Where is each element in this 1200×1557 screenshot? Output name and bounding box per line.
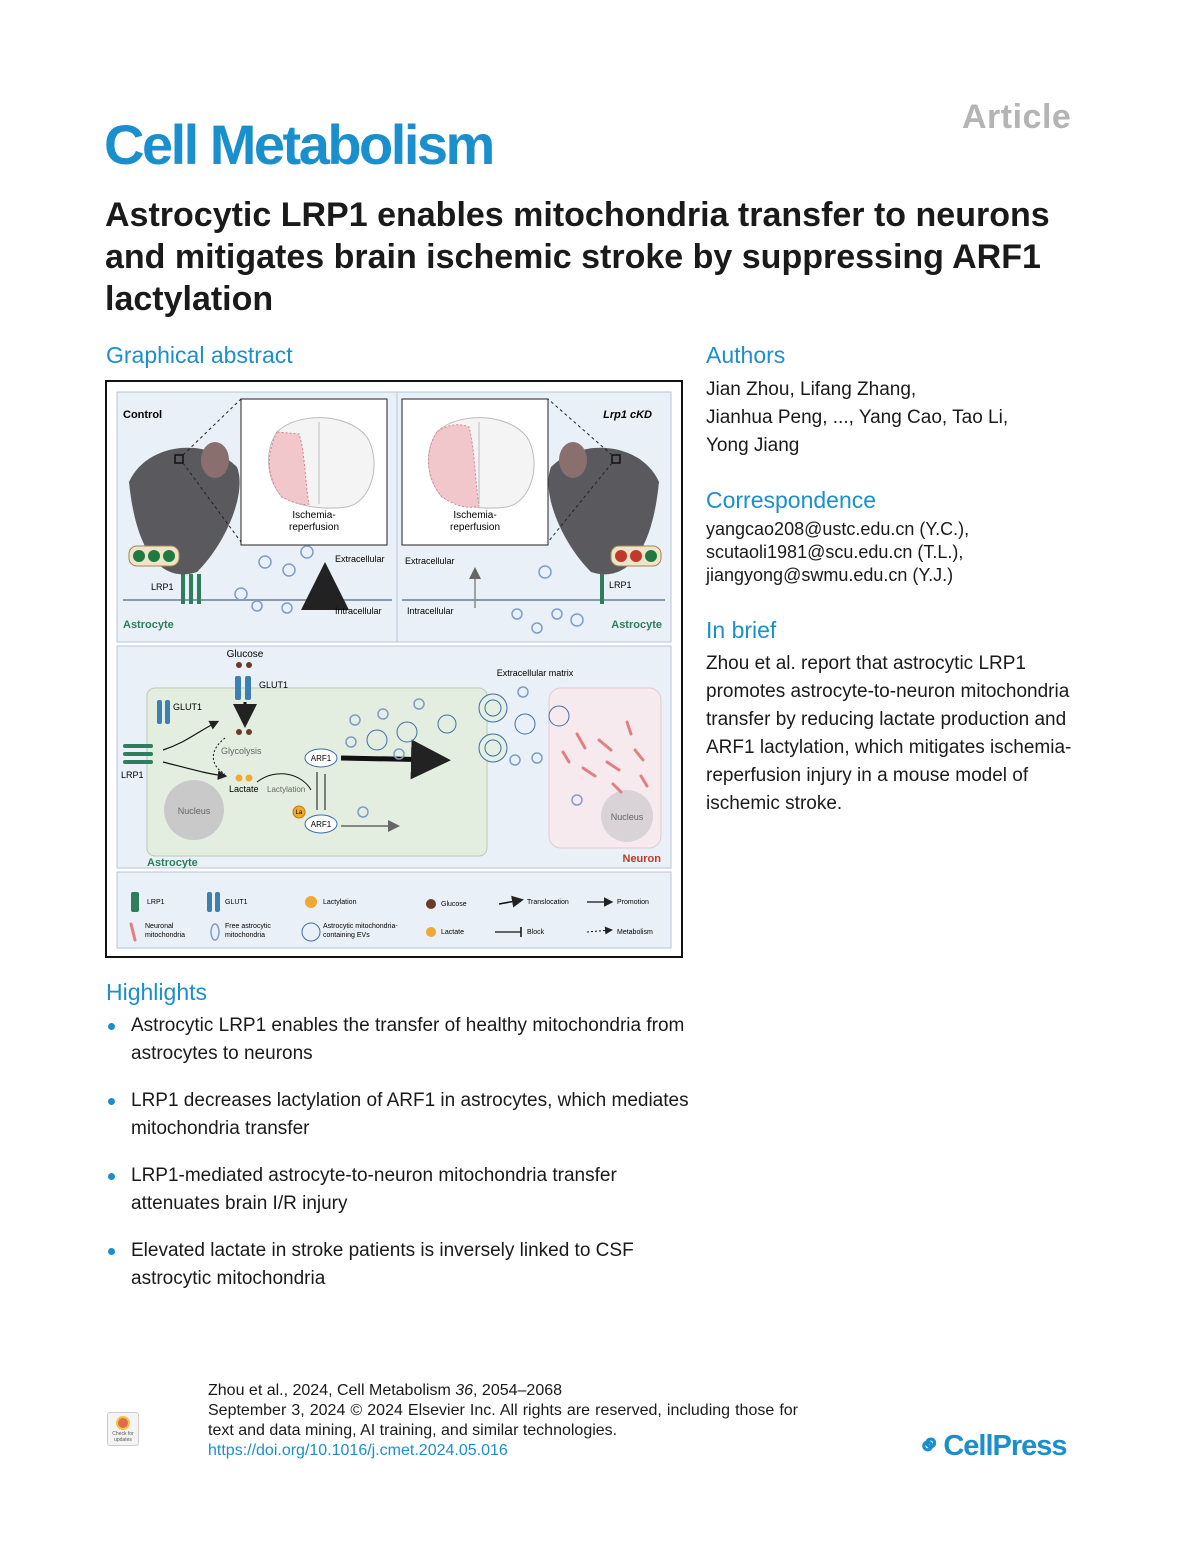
authors-line-2: Jianhua Peng, ..., Yang Cao, Tao Li, [706,407,1009,428]
glut1-label-top: GLUT1 [259,680,288,690]
glut1-transporter [235,676,251,700]
highlight-item: Elevated lactate in stroke patients is i… [105,1237,705,1293]
doi-link[interactable]: https://doi.org/10.1016/j.cmet.2024.05.0… [208,1442,508,1459]
highlights-heading: Highlights [106,979,207,1005]
traffic-light-green-icon [128,545,180,567]
astrocyte-label-right: Astrocyte [611,619,662,631]
in-brief-text: Zhou et al. report that astrocytic LRP1 … [706,653,1072,814]
legend-glucose: Glucose [441,901,467,908]
lrp1-receptors-middle [123,744,153,764]
authors-line-3: Yong Jiang [706,435,800,456]
lactylation-legend-icon [305,896,317,908]
mouse-lrp1-ckd-icon [548,442,659,575]
journal-name: Cell Metabolism [104,113,495,176]
glucose-label: Glucose [227,649,264,660]
legend-metabolism: Metabolism [617,929,653,936]
lactylation-label: Lactylation [267,785,305,794]
ischemia-label-right: Ischemia- [453,510,496,521]
extracellular-matrix-label: Extracellular matrix [497,668,574,678]
legend-free-mito-2: mitochondria [225,932,265,939]
check-updates-icon [116,1416,130,1430]
evs-legend-icon [301,922,321,942]
astrocyte-label-left: Astrocyte [123,619,174,631]
extracellular-label-left: Extracellular [335,554,385,564]
lactate-legend-icon [426,927,436,937]
neuron-label: Neuron [623,853,662,865]
neuron-nucleus [601,790,653,842]
legend-lactate: Lactate [441,929,464,936]
graphical-abstract-figure: Ischemia- reperfusion Ischemia- reperfus… [105,380,683,958]
nucleus-label-neuron: Nucleus [611,812,644,822]
legend-translocation: Translocation [527,899,569,906]
traffic-light-red-icon [610,545,662,567]
control-label: Control [123,409,162,421]
copyright-text: September 3, 2024 © 2024 Elsevier Inc. A… [208,1402,798,1439]
la-label: La [296,810,303,816]
correspondence-emails: yangcao208@ustc.edu.cn (Y.C.), scutaoli1… [706,518,1086,587]
ischemia-label-left: Ischemia- [292,510,335,521]
highlight-item: Astrocytic LRP1 enables the transfer of … [105,1012,705,1068]
lrp1-label-middle: LRP1 [121,770,144,780]
article-title: Astrocytic LRP1 enables mitochondria tra… [105,196,1050,318]
neuronal-mitochondria [561,720,649,794]
mitochondria-top [234,545,584,634]
arf1-label-top: ARF1 [311,754,332,763]
citation-footer: Zhou et al., 2024, Cell Metabolism 36, 2… [208,1381,798,1461]
extracellular-vesicles [366,693,570,763]
legend-lrp1: LRP1 [147,899,165,906]
lrp1-label-left: LRP1 [151,582,174,592]
intracellular-label-right: Intracellular [407,606,454,616]
highlight-item: LRP1-mediated astrocyte-to-neuron mitoch… [105,1162,705,1218]
glut1-label-left: GLUT1 [173,702,202,712]
in-brief-heading: In brief [706,617,777,643]
reperfusion-label-left: reperfusion [289,522,339,533]
astrocyte-nucleus [164,780,224,840]
cellpress-logo: ⚭CellPress [910,1426,1067,1466]
lrp1-label-right: LRP1 [609,580,632,590]
correspondence-heading: Correspondence [706,487,877,513]
lrp1-legend-icon [131,892,139,912]
email-link-3[interactable]: jiangyong@swmu.edu.cn (Y.J.) [706,565,954,585]
legend-promotion: Promotion [617,899,649,906]
highlight-item: LRP1 decreases lactylation of ARF1 in as… [105,1087,705,1143]
authors-list: Jian Zhou, Lifang Zhang, Jianhua Peng, .… [706,376,1086,460]
lactate-label: Lactate [229,784,259,794]
legend-block: Block [527,929,545,936]
intracellular-label-left: Intracellular [335,606,382,616]
article-type-label: Article [962,98,1072,136]
legend-neuronal-mito-1: Neuronal [145,923,174,930]
legend-free-mito-1: Free astrocytic [225,923,271,930]
lrp1-ckd-label: Lrp1 cKD [603,409,652,421]
extracellular-label-right: Extracellular [405,556,455,566]
glycolysis-label: Glycolysis [221,746,262,756]
lrp1-receptors-control [181,574,201,604]
legend-evs-2: containing EVs [323,932,370,939]
lrp1-receptor-ckd [600,574,604,604]
authors-line-1: Jian Zhou, Lifang Zhang, [706,379,917,400]
email-link-2[interactable]: scutaoli1981@scu.edu.cn (T.L.), [706,542,964,562]
legend-neuronal-mito-2: mitochondria [145,932,185,939]
legend-glut1: GLUT1 [225,899,248,906]
arf1-translocation-arrow [340,739,451,780]
legend-evs-1: Astrocytic mitochondria- [323,923,398,930]
citation-line: Zhou et al., 2024, Cell Metabolism 36, 2… [208,1382,563,1399]
authors-heading: Authors [706,342,786,368]
astrocyte-label-middle: Astrocyte [147,857,198,869]
free-mitochondria [345,686,583,818]
nucleus-label-astrocyte: Nucleus [178,806,211,816]
neuronal-mito-legend-icon [129,922,137,942]
email-link-1[interactable]: yangcao208@ustc.edu.cn (Y.C.), [706,519,970,539]
legend-panel [116,871,672,949]
free-mito-legend-icon [210,923,220,941]
reperfusion-label-right: reperfusion [450,522,500,533]
mouse-control-icon [129,442,240,575]
highlights-list: Astrocytic LRP1 enables the transfer of … [105,1012,705,1312]
glucose-legend-icon [426,899,436,909]
graphical-abstract-heading: Graphical abstract [106,342,293,368]
arf1-label-bottom: ARF1 [311,820,332,829]
legend-lactylation: Lactylation [323,899,357,906]
check-for-updates-badge[interactable]: Check for updates [107,1412,139,1446]
